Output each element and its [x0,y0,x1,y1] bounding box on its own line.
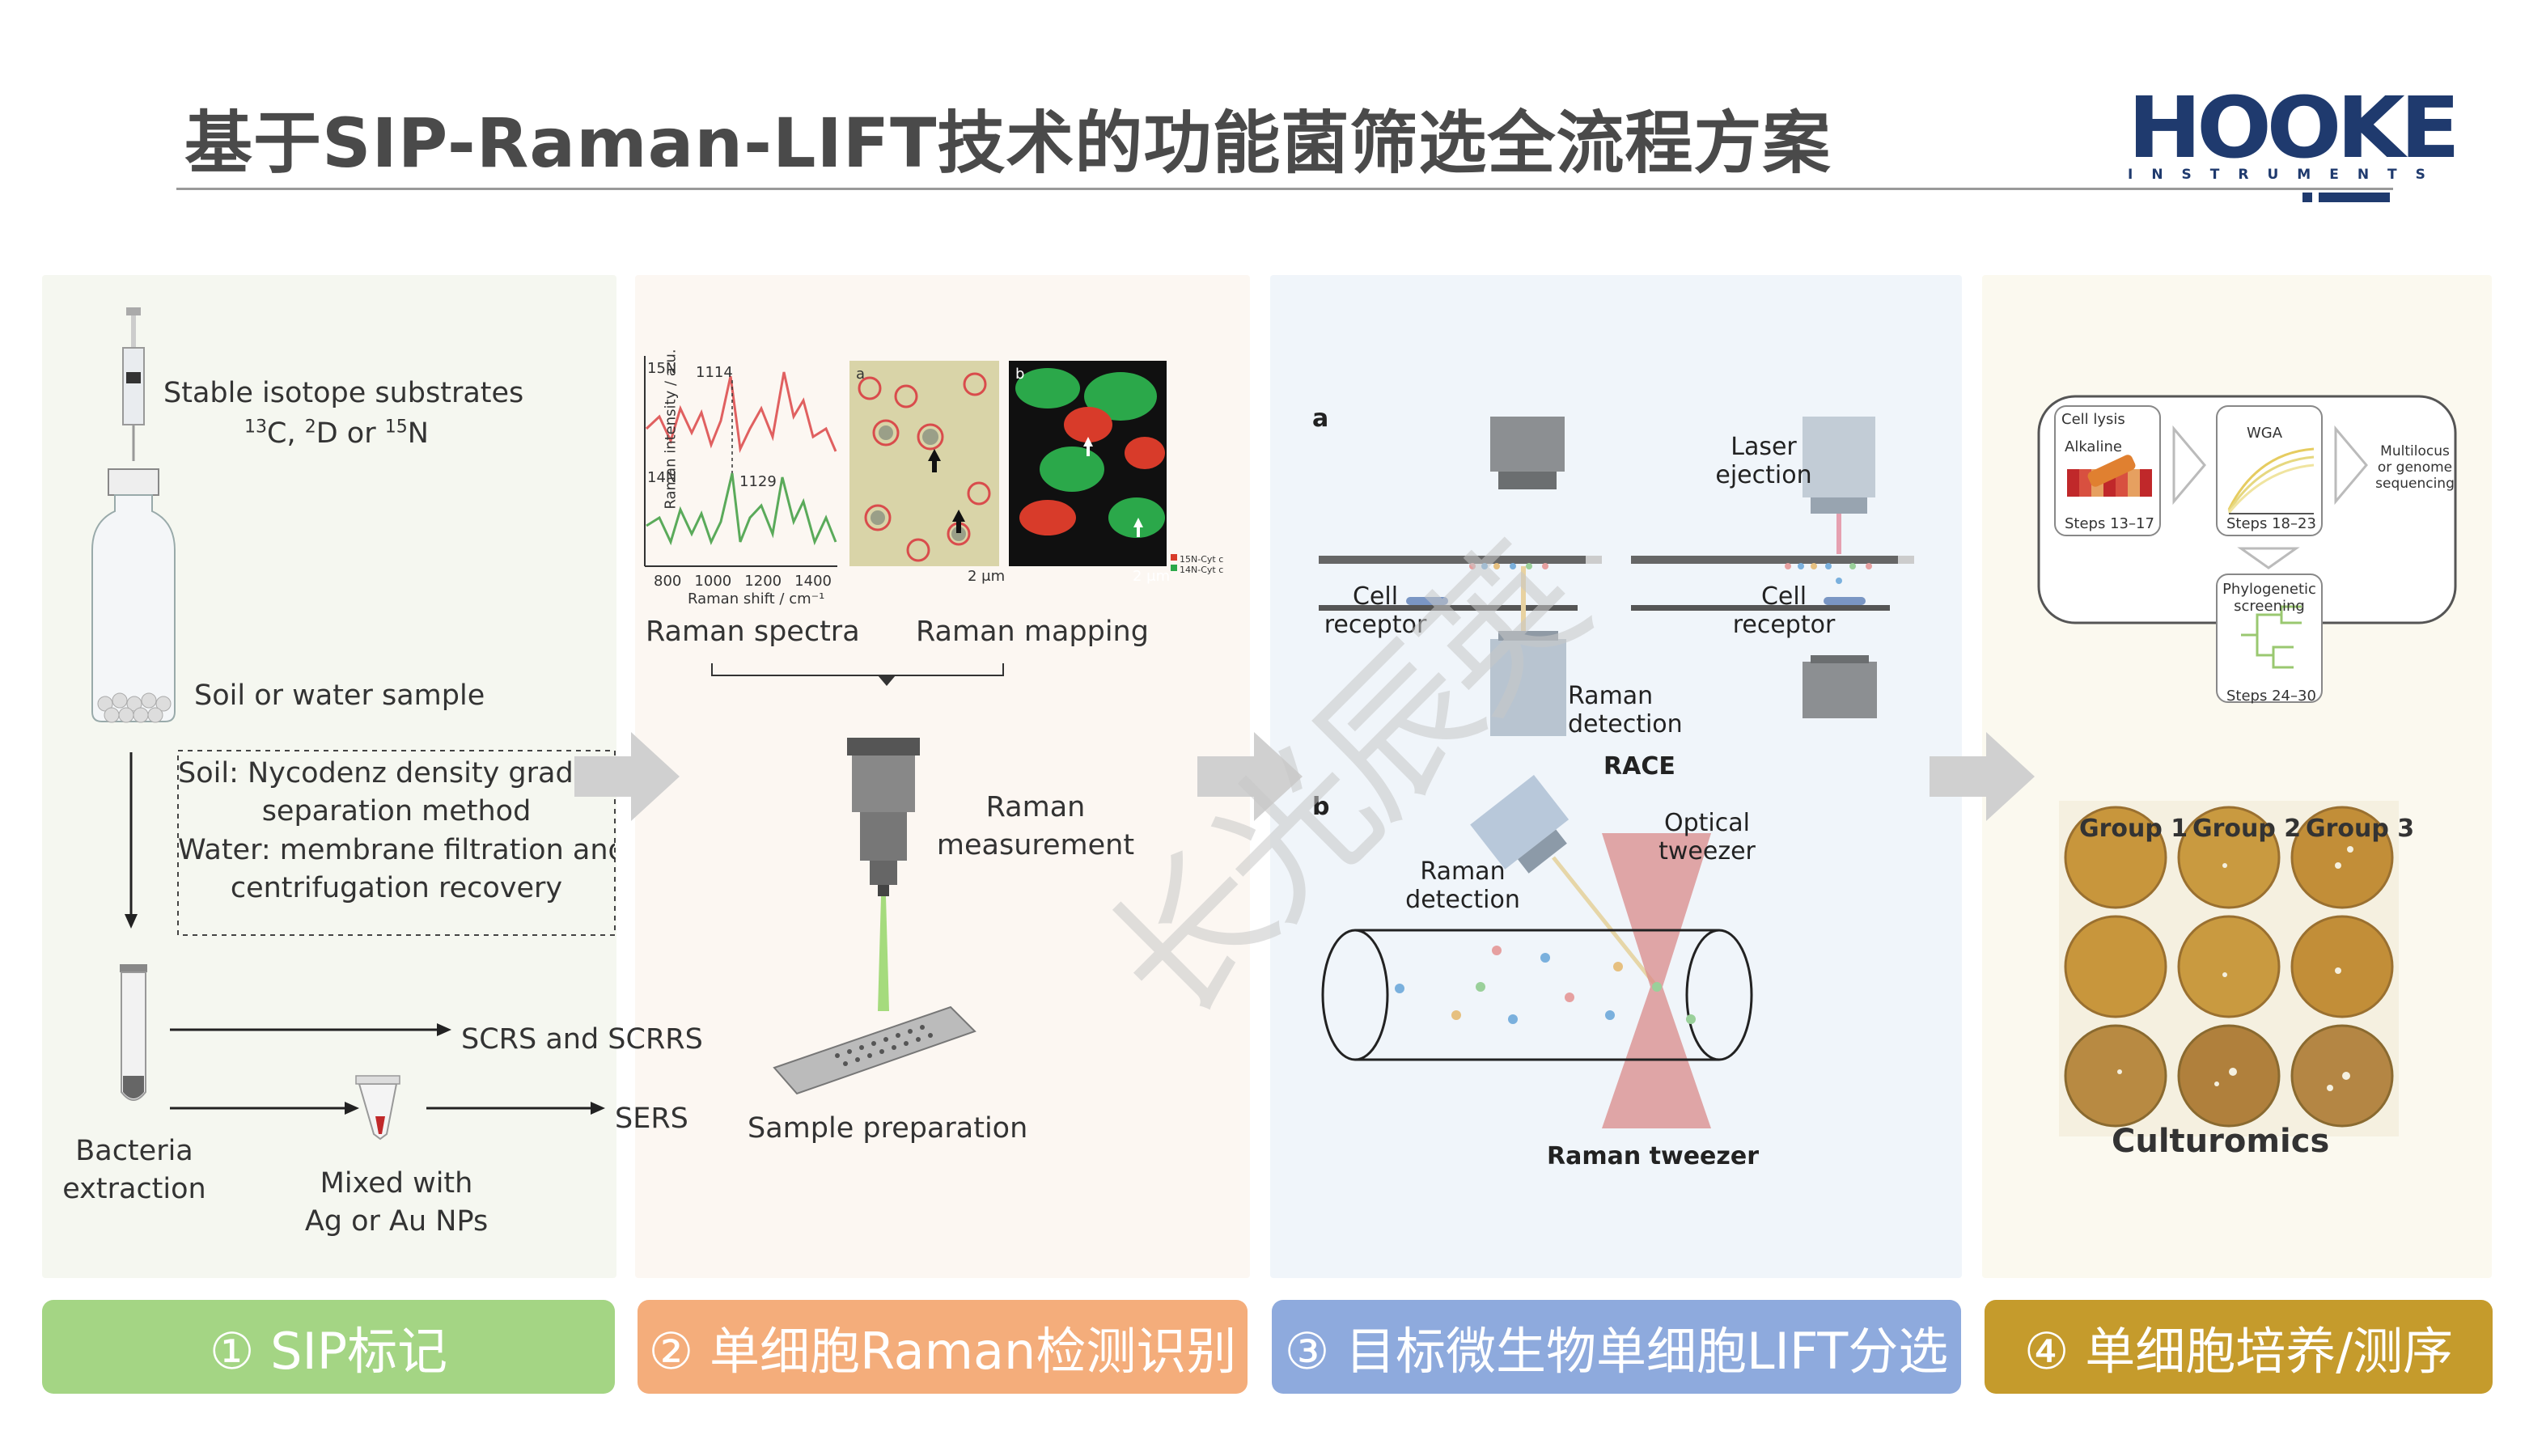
arrow-right-icon [574,732,680,821]
raman-spectra-label: Raman spectra [646,616,860,648]
spectra-n15-label: 15N [647,360,677,377]
image-b-label: b [1015,366,1025,383]
scale-a: 2 μm [968,568,1006,585]
cell-lysis-label: Cell lysis [2061,411,2125,428]
bottle-icon [91,468,176,723]
steps-18-23-label: Steps 18–23 [2226,515,2316,532]
step-1-label: ① SIP标记 [42,1300,615,1394]
spectra-x-axis-label: Raman shift / cm⁻¹ [688,590,825,607]
wga-label: WGA [2247,425,2283,442]
objective-lens-icon [847,738,920,896]
spectra-n14-label: 14N [647,469,677,486]
legend-15n: 15N-Cyt c [1180,554,1224,565]
title-divider [176,188,2393,190]
culture-diagram [2037,395,2457,1136]
race-label: RACE [1603,752,1675,781]
arrow-right-icon [1197,732,1303,821]
isotope-label: 13C, 2D or 15N [244,417,429,450]
eppendorf-tube-icon [355,1075,400,1141]
sub-label-a: a [1312,404,1329,433]
lift-diagram [1319,417,1914,1128]
raman-diagram [644,356,1177,1095]
sample-prep-label: Sample preparation [748,1112,1028,1145]
sers-label: SERS [615,1103,688,1135]
sub-label-b: b [1312,793,1330,821]
hooke-logo: HOOKE INSTRUMENTS [2128,86,2460,202]
raman-spectra-plot [644,356,837,567]
scrs-label: SCRS and SCRRS [461,1023,703,1056]
scale-b: 2 μm [1133,568,1171,585]
step-3-label: ③ 目标微生物单细胞LIFT分选 [1272,1300,1961,1394]
spectra-y-axis-label: Raman intensity / a.u. [662,349,680,510]
steps-24-30-label: Steps 24–30 [2226,688,2316,705]
sample-slide-icon [773,1005,976,1095]
raman-tweezer-label: Raman tweezer [1547,1142,1760,1170]
page-title: 基于SIP-Raman-LIFT技术的功能菌筛选全流程方案 [184,104,1832,183]
test-tube-icon [120,964,147,1101]
sample-label: Soil or water sample [194,679,485,712]
image-a-label: a [856,366,866,383]
group-3-label: Group 3 [2306,815,2415,843]
panel-sip [42,275,616,1278]
logo-subtitle: INSTRUMENTS [2128,167,2444,183]
legend-14n: 14N-Cyt c [1180,565,1224,575]
alkaline-label: Alkaline [2065,438,2122,455]
step-2-label: ② 单细胞Raman检测识别 [638,1300,1248,1394]
spectra-peak-1129: 1129 [739,473,777,490]
step-4-label: ④ 单细胞培养/测序 [1985,1300,2493,1394]
sip-diagram [91,307,616,1141]
syringe-icon [122,307,145,461]
group-1-label: Group 1 [2079,815,2188,843]
arrow-right-icon [1930,732,2035,821]
mapping-image-b [1009,361,1177,571]
culturomics-label: Culturomics [2112,1123,2330,1160]
logo-wordmark: HOOKE [2128,78,2460,177]
mapping-image-a [849,361,999,566]
steps-13-17-label: Steps 13–17 [2065,515,2154,532]
group-2-label: Group 2 [2192,815,2302,843]
raman-mapping-label: Raman mapping [916,616,1149,648]
spectra-peak-1114: 1114 [696,364,733,381]
substrate-label: Stable isotope substrates [163,377,524,409]
